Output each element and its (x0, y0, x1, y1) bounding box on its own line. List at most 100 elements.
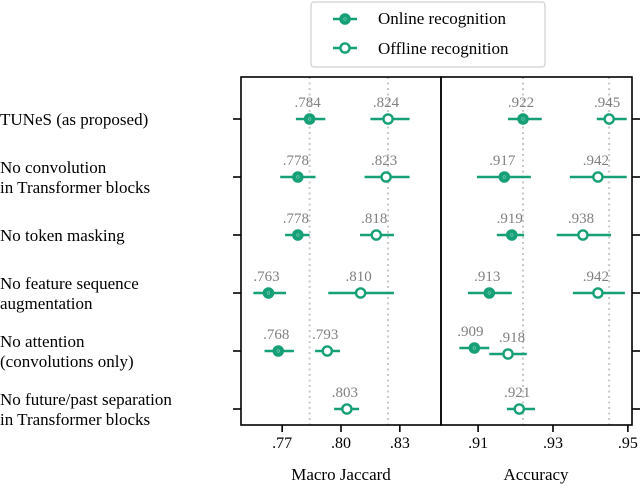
value-label: .784 (295, 95, 322, 111)
category-label: No future/past separation (0, 390, 172, 409)
online-point: .922 (508, 95, 542, 125)
category-label: augmentation (0, 294, 93, 313)
value-label: .922 (508, 95, 534, 111)
x-axis-label-accuracy: Accuracy (503, 465, 569, 484)
online-marker (303, 113, 316, 125)
offline-marker (341, 403, 353, 415)
panel-macro-jaccard: .77.80.83.784.778.778.763.768.824.823.81… (233, 76, 442, 452)
value-label: .803 (332, 385, 358, 401)
offline-marker (592, 287, 604, 299)
value-label: .913 (474, 269, 500, 285)
legend-marker-offline (339, 42, 351, 54)
online-marker (262, 287, 275, 299)
online-marker-center (276, 349, 280, 353)
value-label: .938 (568, 211, 594, 227)
category-label: TUNeS (as proposed) (0, 110, 148, 129)
value-label: .823 (371, 153, 397, 169)
offline-marker (603, 113, 615, 125)
legend-marker-online (339, 13, 351, 25)
offline-marker (592, 171, 604, 183)
x-tick-label: .77 (272, 435, 292, 452)
offline-point: .823 (364, 153, 410, 183)
legend-frame (310, 1, 546, 68)
online-marker (292, 229, 304, 241)
offline-marker (354, 287, 367, 299)
panel-accuracy: .91 .93 .95 .922 .917 .919 .913 .909 .945 .942 .93… (440, 76, 640, 452)
x-tick-label: .80 (331, 435, 351, 452)
offline-marker (382, 113, 394, 125)
online-marker-center (521, 117, 525, 121)
value-label: .768 (263, 327, 289, 343)
legend-label-online: Online recognition (378, 9, 506, 28)
online-marker-center (308, 117, 312, 121)
x-tick-label: .93 (543, 435, 563, 452)
online-marker-center (510, 233, 514, 237)
legend-item-offline (333, 42, 357, 54)
online-point: .778 (280, 153, 316, 183)
online-point: .778 (283, 211, 310, 241)
online-marker (498, 171, 511, 183)
online-point: .909 (457, 324, 490, 354)
online-marker (272, 345, 285, 357)
value-label: .917 (489, 153, 516, 169)
value-label: .918 (499, 330, 525, 346)
category-label: No feature sequence (0, 274, 139, 293)
online-marker (505, 229, 518, 241)
x-tick-label: .91 (468, 435, 488, 452)
value-label: .818 (361, 211, 387, 227)
category-label: in Transformer blocks (0, 410, 150, 429)
online-marker (468, 342, 481, 354)
online-marker (292, 171, 304, 183)
value-label: .945 (594, 95, 620, 111)
value-label: .793 (312, 327, 338, 343)
category-label: (convolutions only) (0, 352, 134, 371)
online-marker-center (472, 346, 476, 350)
value-label: .919 (497, 211, 523, 227)
offline-marker (502, 348, 514, 360)
online-point: .784 (295, 95, 326, 125)
offline-point: .793 (312, 327, 341, 357)
online-marker-center (296, 175, 300, 179)
value-label: .942 (583, 269, 609, 285)
online-point: .917 (476, 153, 531, 183)
offline-point: .818 (360, 211, 394, 241)
legend: Online recognition Offline recognition (310, 1, 546, 68)
offline-point: .942 (572, 269, 625, 299)
offline-point: .918 (489, 330, 527, 360)
online-marker-center (266, 291, 271, 295)
online-marker-center (487, 291, 491, 295)
value-label: .824 (373, 95, 400, 111)
category-label: No convolution (0, 158, 107, 177)
value-label: .778 (283, 211, 309, 227)
online-marker-center (296, 233, 300, 237)
x-axis-label-macro-jaccard: Macro Jaccard (291, 465, 391, 484)
offline-marker (370, 229, 383, 241)
legend-label-offline: Offline recognition (378, 39, 509, 58)
category-label: in Transformer blocks (0, 178, 150, 197)
online-marker (517, 113, 529, 125)
value-label: .810 (345, 269, 371, 285)
offline-point: .945 (594, 95, 627, 125)
value-label: .909 (457, 324, 483, 340)
online-point: .919 (497, 211, 525, 241)
category-label: No token masking (0, 226, 125, 245)
offline-point: .921 (504, 385, 536, 415)
offline-point: .803 (332, 385, 360, 415)
value-label: .921 (504, 385, 530, 401)
offline-marker (380, 171, 392, 183)
offline-marker (321, 345, 334, 357)
online-point: .768 (263, 327, 294, 357)
offline-marker (513, 403, 526, 415)
offline-point: .938 (556, 211, 612, 241)
value-label: .763 (253, 269, 279, 285)
online-point: .913 (467, 269, 512, 299)
online-point: .763 (253, 269, 287, 299)
offline-point: .942 (569, 153, 627, 183)
category-label: No attention (0, 332, 85, 351)
offline-point: .810 (328, 269, 394, 299)
x-tick-label: .95 (618, 435, 638, 452)
plot-frame (240, 76, 442, 426)
value-label: .778 (283, 153, 309, 169)
legend-item-online (333, 13, 357, 25)
